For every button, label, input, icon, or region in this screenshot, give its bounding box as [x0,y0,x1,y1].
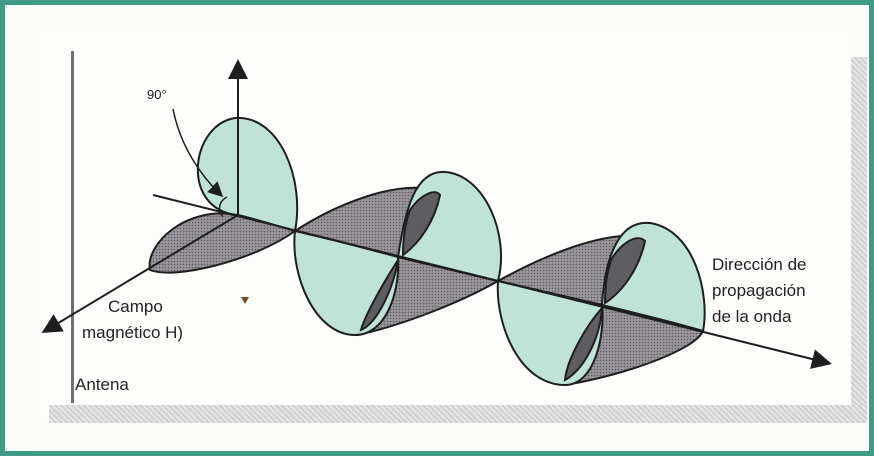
page-shadow-bottom [49,405,867,423]
overlap-regions [359,191,647,382]
electromagnetic-wave-diagram [41,59,832,387]
propagation-label-line3: de la onda [712,307,792,326]
propagation-axis [152,194,832,369]
overlap-3 [603,237,647,305]
magnetic-axis [41,214,239,334]
propagation-label-line2: propagación [712,281,806,300]
page-shadow-right [851,57,867,423]
right-angle-arc [218,196,228,218]
magnetic-field-label-line2: magnético H) [82,323,184,342]
overlap-2 [359,259,399,332]
magnetic-field-label-line1: Campo [108,297,163,316]
propagation-label-line1: Dirección de [712,255,807,274]
small-triangle-mark [241,297,249,304]
overlap-1 [401,191,442,257]
electric-field-lobes [196,116,706,387]
angle-label: 90° [147,87,167,102]
antenna-label: Antena [75,375,129,394]
angle-pointer [172,108,224,198]
antenna-mast [71,51,74,403]
overlap-4 [563,305,604,382]
